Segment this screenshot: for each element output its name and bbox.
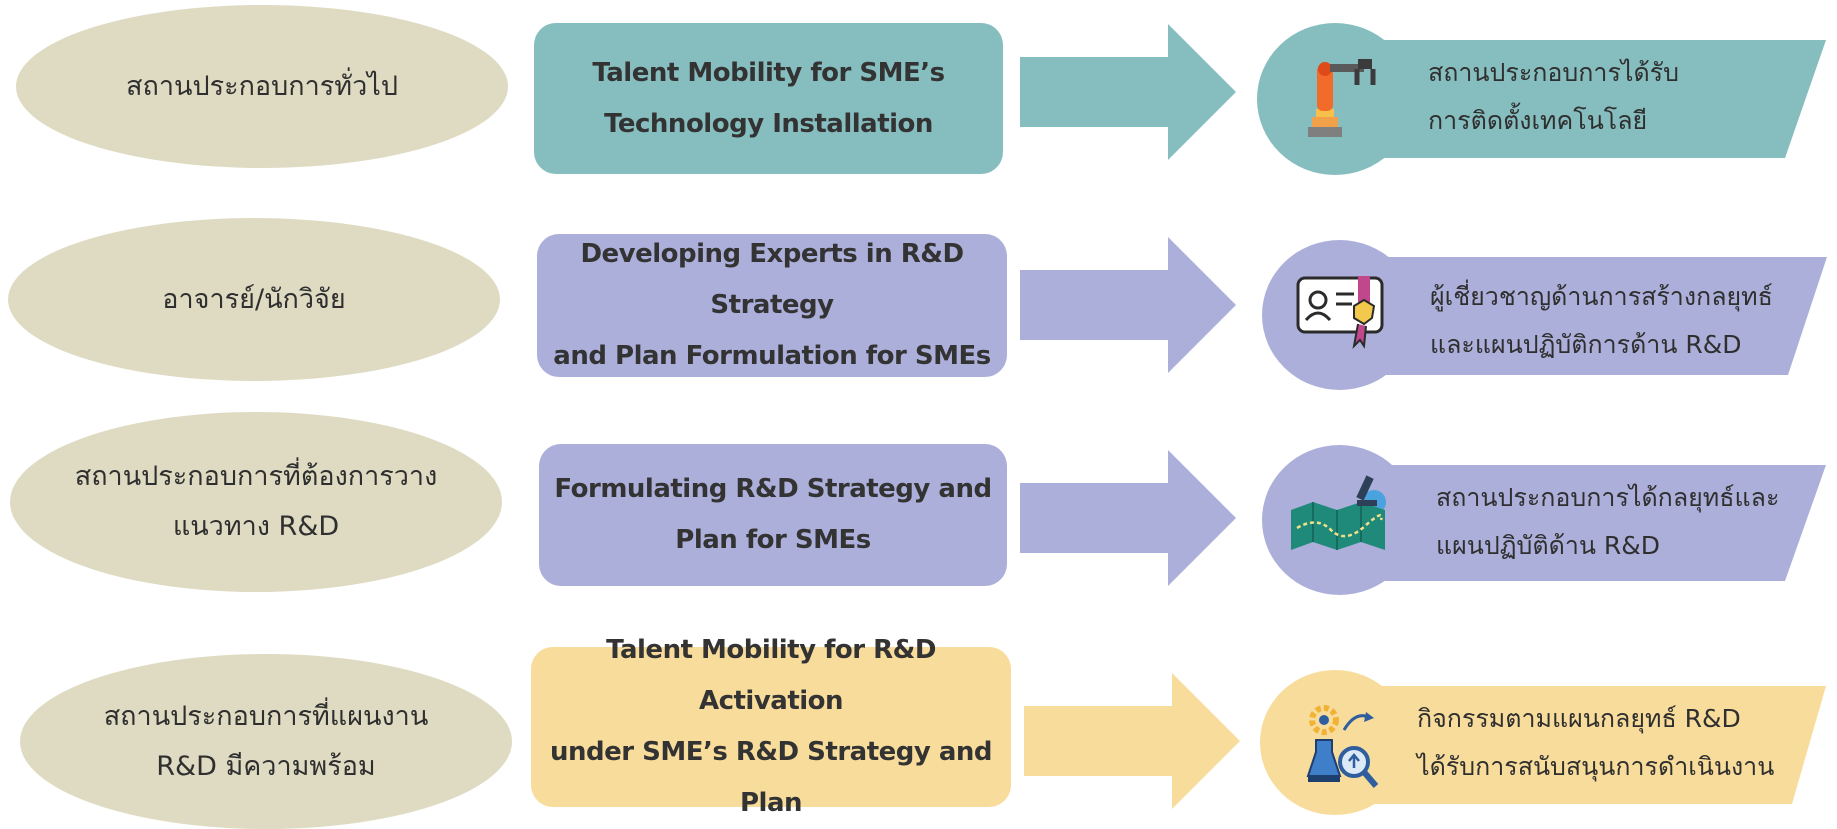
arrow-4 (1024, 673, 1240, 809)
program-box-2: Developing Experts in R&D Strategy and P… (537, 234, 1007, 377)
outcome-line: ได้รับการสนับสนุนการดำเนินงาน (1417, 752, 1775, 781)
outcome-banner-3 (1330, 465, 1826, 581)
research-flask-icon (1306, 705, 1379, 788)
target-ellipse-4: สถานประกอบการที่แผนงาน R&D มีความพร้อม (20, 654, 512, 829)
outcome-line: และแผนปฏิบัติการด้าน R&D (1430, 330, 1742, 359)
outcome-circle-1 (1257, 23, 1413, 175)
arrow-2 (1020, 237, 1236, 373)
program-box-4: Talent Mobility for R&D Activation under… (531, 635, 1011, 818)
arrow-3 (1020, 450, 1236, 586)
program-box-1: Talent Mobility for SME’s Technology Ins… (534, 23, 1003, 174)
outcome-text-1: สถานประกอบการได้รับ การติดตั้งเทคโนโลยี (1428, 49, 1679, 145)
outcome-text-4: กิจกรรมตามแผนกลยุทธ์ R&D ได้รับการสนับสน… (1417, 695, 1774, 791)
outcome-line: แผนปฏิบัติด้าน R&D (1436, 531, 1661, 560)
outcome-line: การติดตั้งเทคโนโลยี (1428, 106, 1648, 135)
program-line: under SME’s R&D Strategy and Plan (549, 737, 993, 818)
map-microscope-icon (1291, 475, 1386, 550)
program-line: Developing Experts in R&D Strategy (580, 239, 964, 320)
program-line: and Plan Formulation for SMEs (553, 341, 991, 371)
program-box-3: Formulating R&D Strategy and Plan for SM… (539, 444, 1007, 586)
program-line: Formulating R&D Strategy and (554, 474, 992, 504)
certificate-icon (1296, 276, 1384, 349)
target-line: R&D มีความพร้อม (156, 750, 376, 782)
outcome-line: สถานประกอบการได้รับ (1428, 58, 1679, 87)
target-ellipse-2: อาจารย์/นักวิจัย (8, 218, 500, 381)
program-line: Plan for SMEs (675, 525, 871, 555)
program-line: Talent Mobility for SME’s (592, 57, 945, 88)
outcome-text-2: ผู้เชี่ยวชาญด้านการสร้างกลยุทธ์ และแผนปฏ… (1430, 273, 1773, 369)
target-line: อาจารย์/นักวิจัย (162, 283, 346, 315)
outcome-banner-1 (1330, 40, 1826, 158)
outcome-banner-2 (1330, 257, 1827, 375)
arrow-1 (1020, 24, 1236, 160)
outcome-circle-4 (1260, 670, 1410, 815)
program-line: Technology Installation (604, 108, 933, 139)
target-line: แนวทาง R&D (172, 511, 340, 542)
outcome-text-3: สถานประกอบการได้กลยุทธ์และ แผนปฏิบัติด้า… (1436, 474, 1779, 570)
program-line: Talent Mobility for R&D Activation (606, 635, 936, 716)
target-line: สถานประกอบการที่แผนงาน (103, 700, 429, 732)
outcome-banner-4 (1330, 686, 1826, 804)
robot-arm-icon (1308, 59, 1376, 137)
outcome-line: สถานประกอบการได้กลยุทธ์และ (1436, 483, 1780, 512)
outcome-line: กิจกรรมตามแผนกลยุทธ์ R&D (1417, 704, 1741, 733)
target-ellipse-1: สถานประกอบการทั่วไป (16, 5, 508, 168)
target-line: สถานประกอบการที่ต้องการวาง (74, 461, 438, 492)
target-ellipse-3: สถานประกอบการที่ต้องการวาง แนวทาง R&D (10, 412, 502, 592)
target-line: สถานประกอบการทั่วไป (126, 70, 398, 102)
outcome-line: ผู้เชี่ยวชาญด้านการสร้างกลยุทธ์ (1430, 282, 1773, 311)
